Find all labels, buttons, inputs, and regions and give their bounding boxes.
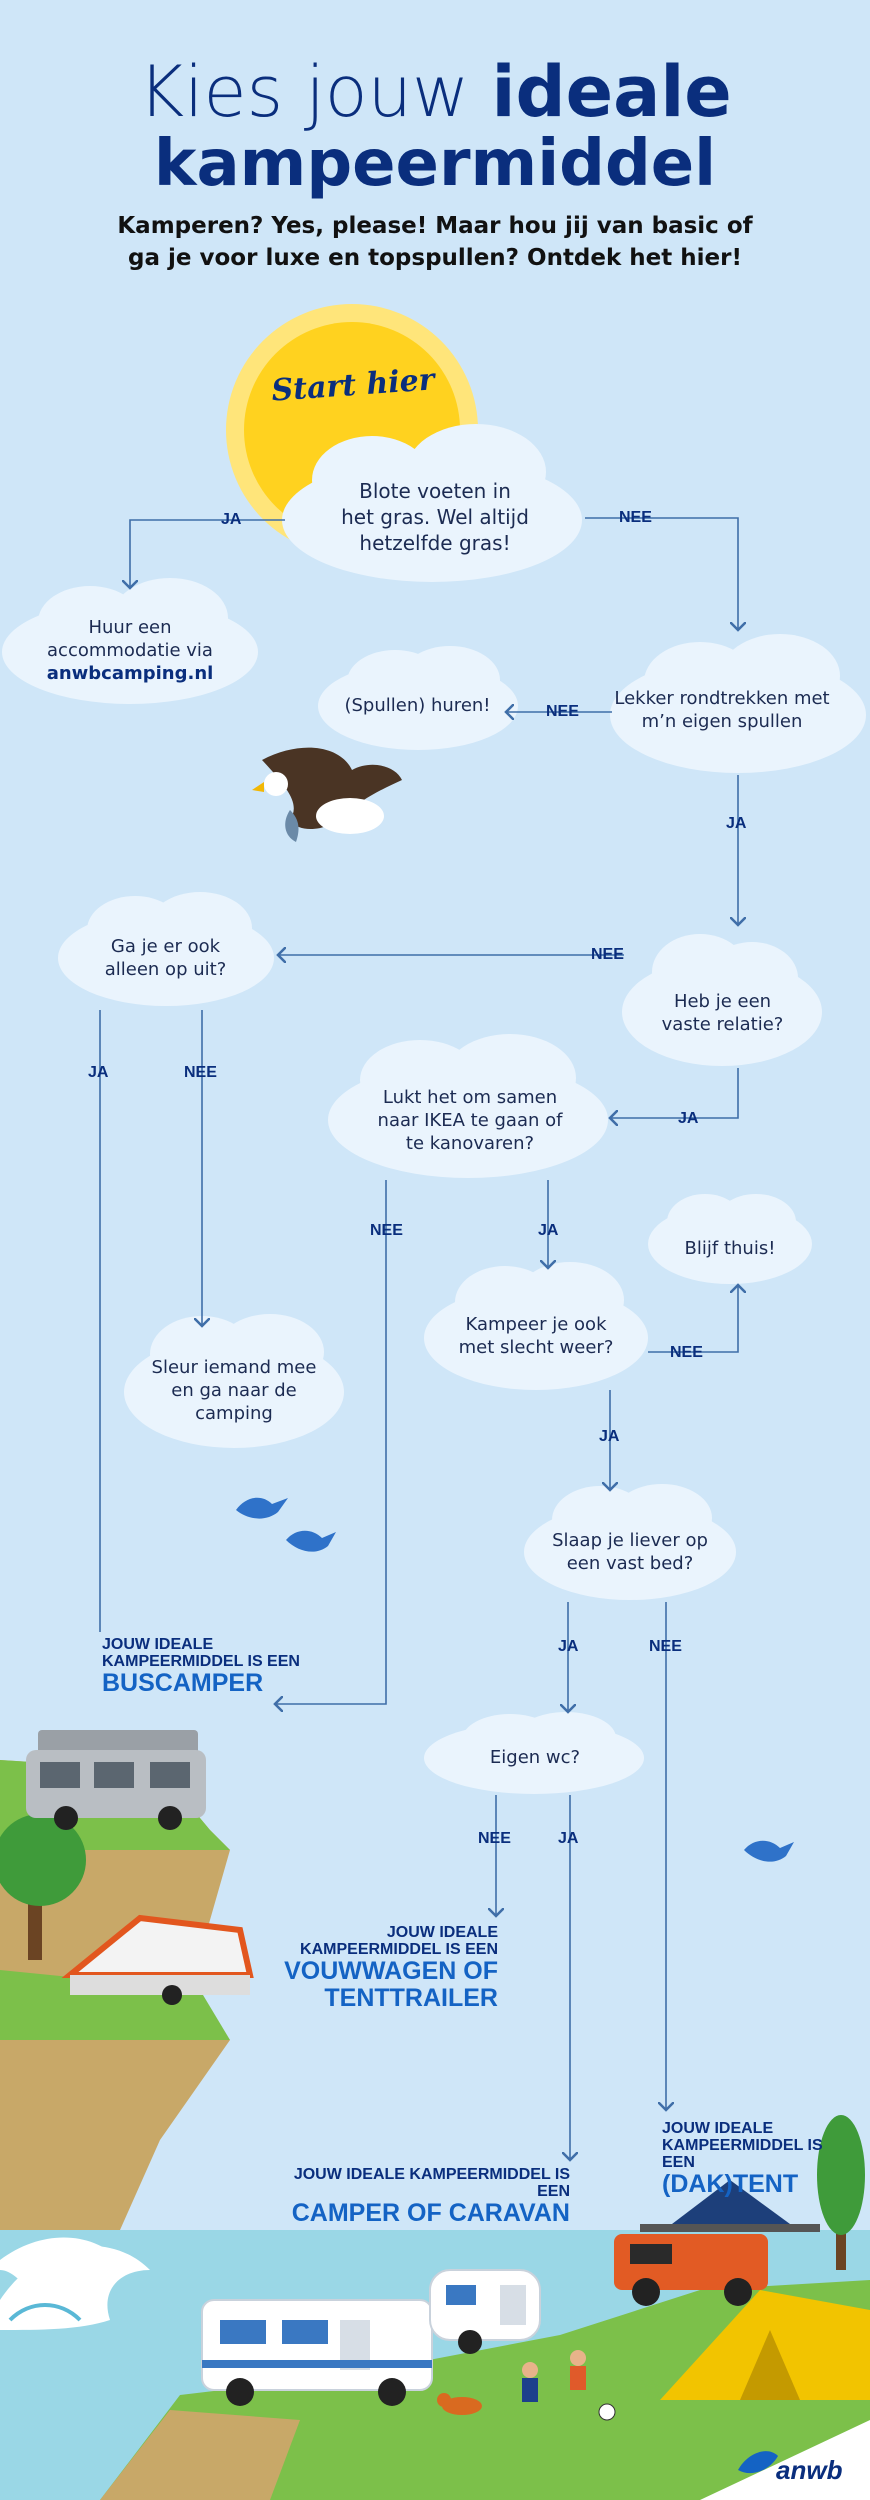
node-huur: Huur een accommodatie via anwbcamping.nl — [30, 605, 230, 695]
tent-trailer-icon — [61, 1914, 254, 2005]
edge-label-nee: NEE — [591, 946, 624, 963]
tree-right-icon — [817, 2115, 865, 2270]
edge-label-ja: JA — [558, 1638, 579, 1655]
kids-icon — [522, 2350, 616, 2421]
flow-connectors — [99, 517, 738, 2160]
bird-icon — [236, 1497, 794, 1862]
edge-label-ja: JA — [221, 511, 242, 528]
page-title-line1: Kies jouw ideale — [0, 52, 870, 132]
car-icon — [614, 2180, 820, 2306]
result-camper-pre: JOUW IDEALE KAMPEERMIDDEL IS EEN — [293, 2166, 570, 2200]
result-vouwwagen-name: VOUWWAGEN OF TENTTRAILER — [284, 1957, 498, 2012]
coast-illustration — [100, 2280, 870, 2500]
edge-label-nee: NEE — [619, 509, 652, 526]
camper-icon — [201, 2299, 433, 2406]
caravan-icon — [429, 2269, 541, 2354]
node-spullen-huren: (Spullen) huren! — [344, 694, 491, 716]
van-icon — [26, 1730, 206, 1830]
node-rondtrekken: Lekker rondtrekken met m’n eigen spullen — [614, 688, 830, 732]
node-blijf-thuis: Blijf thuis! — [684, 1237, 776, 1259]
node-ikea: Lukt het om samen naar IKEA te gaan of t… — [377, 1086, 563, 1154]
result-daktent: JOUW IDEALE KAMPEERMIDDEL IS EEN (DAK)TE… — [662, 2120, 842, 2198]
edge-label-nee: NEE — [649, 1638, 682, 1655]
wave-icon — [0, 2246, 150, 2330]
anwb-logo-text[interactable]: anwb — [776, 2455, 843, 2485]
subtitle: Kamperen? Yes, please! Maar hou jij van … — [117, 213, 753, 271]
result-buscamper: JOUW IDEALE KAMPEERMIDDEL IS EEN BUSCAMP… — [102, 1636, 302, 1697]
page-title-line2: kampeermiddel — [153, 127, 717, 201]
node-vast-bed: Slaap je liever op een vast bed? — [552, 1530, 708, 1574]
node-alleen: Ga je er ook alleen op uit? — [104, 936, 227, 980]
cloud-sleur — [124, 1314, 344, 1448]
cloud-eigen-wc — [424, 1712, 644, 1794]
cloud-slecht-weer — [424, 1262, 648, 1390]
dog-icon — [437, 2393, 482, 2415]
edge-label-ja: JA — [726, 815, 747, 832]
result-buscamper-pre: JOUW IDEALE KAMPEERMIDDEL IS EEN — [102, 1636, 300, 1670]
result-vouwwagen: JOUW IDEALE KAMPEERMIDDEL IS EEN VOUWWAG… — [250, 1924, 498, 2012]
edge-label-ja: JA — [599, 1428, 620, 1445]
result-camper: JOUW IDEALE KAMPEERMIDDEL IS EEN CAMPER … — [262, 2166, 570, 2227]
cloud-rondtrekken — [610, 634, 866, 773]
result-daktent-name: (DAK)TENT — [662, 2170, 799, 2198]
cloud-blote-voeten — [282, 424, 582, 582]
result-daktent-pre: JOUW IDEALE KAMPEERMIDDEL IS EEN — [662, 2120, 823, 2171]
result-vouwwagen-pre: JOUW IDEALE KAMPEERMIDDEL IS EEN — [300, 1924, 498, 1958]
anwb-logo-icon — [700, 2420, 870, 2500]
cloud-blijf-thuis — [648, 1194, 812, 1284]
result-camper-name: CAMPER OF CARAVAN — [291, 2199, 570, 2227]
node-sleur: Sleur iemand mee en ga naar de camping — [151, 1356, 317, 1424]
eagle-icon — [252, 747, 402, 842]
edge-label-ja: JA — [558, 1830, 579, 1847]
title-light: Kies jouw — [138, 51, 470, 133]
title-bold: ideale — [491, 51, 732, 133]
edge-label-ja: JA — [678, 1110, 699, 1127]
cloud-vast-bed — [524, 1484, 736, 1600]
tree-icon — [0, 1814, 86, 1960]
edge-label-nee: NEE — [370, 1222, 403, 1239]
anwbcamping-link[interactable]: anwbcamping.nl — [46, 662, 214, 684]
cloud-alleen — [58, 892, 274, 1006]
node-huur-text: Huur een accommodatie via — [47, 616, 213, 661]
edge-label-nee: NEE — [478, 1830, 511, 1847]
node-vaste-relatie: Heb je een vaste relatie? — [661, 991, 784, 1035]
cloud-ikea — [328, 1034, 608, 1178]
cloud-huur — [2, 578, 258, 704]
cloud-vaste-relatie — [622, 934, 822, 1066]
cloud-spullen-huren — [318, 646, 518, 750]
edge-label-nee: NEE — [546, 703, 579, 720]
edge-label-nee: NEE — [184, 1064, 217, 1081]
edge-label-ja: JA — [88, 1064, 109, 1081]
node-blote-voeten: Blote voeten in het gras. Wel altijd het… — [341, 479, 529, 555]
edge-label-nee: NEE — [670, 1344, 703, 1361]
result-buscamper-name: BUSCAMPER — [102, 1669, 264, 1697]
node-eigen-wc: Eigen wc? — [489, 1746, 581, 1768]
edge-label-ja: JA — [538, 1222, 559, 1239]
tent-icon — [660, 2290, 870, 2400]
node-slecht-weer: Kampeer je ook met slecht weer? — [458, 1314, 614, 1358]
